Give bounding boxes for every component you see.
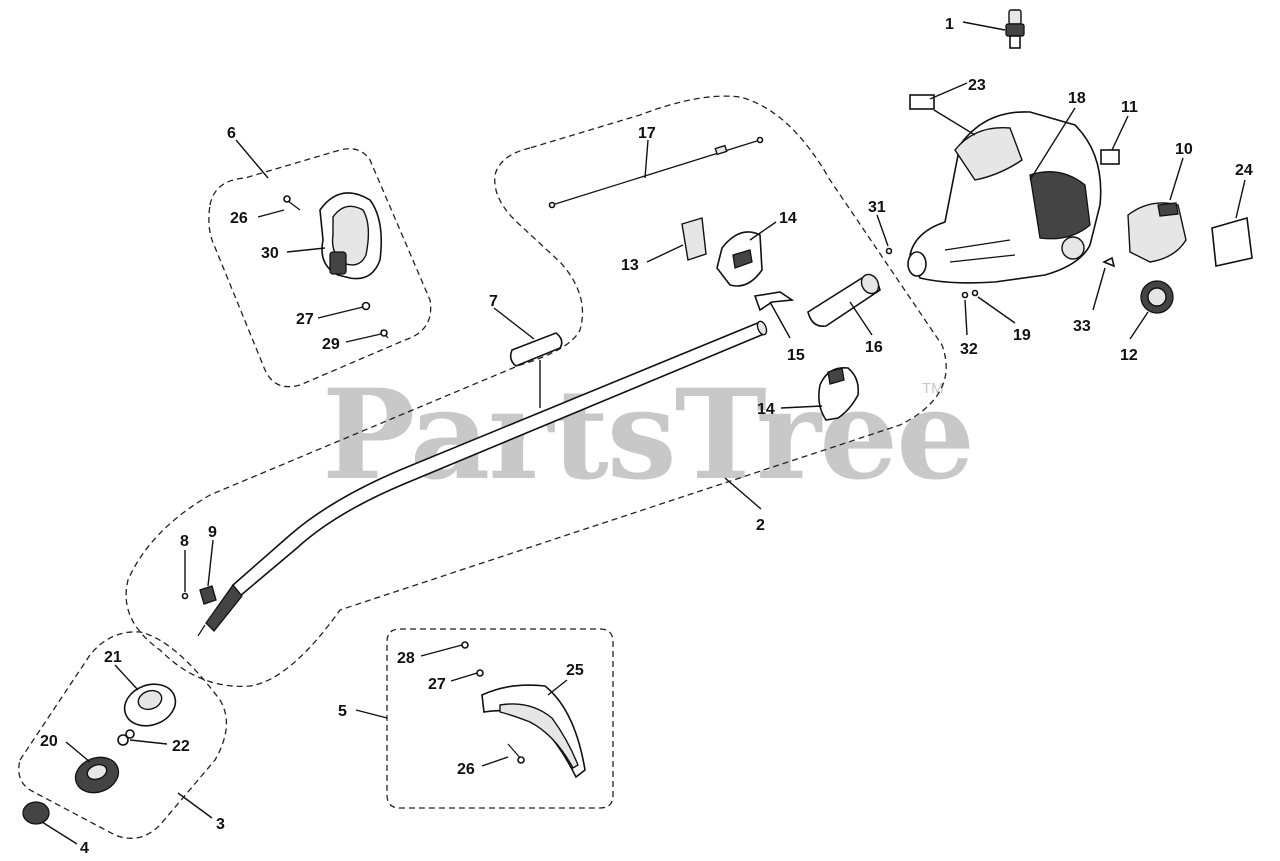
callout-label-9: 9 [208, 524, 217, 541]
callout-label-22: 22 [172, 738, 190, 755]
parts [22, 9, 1253, 825]
callout-label-21: 21 [104, 649, 122, 666]
screw-32 [961, 291, 969, 299]
screw-19 [971, 289, 979, 297]
group-outline-handle [208, 148, 432, 388]
callout-label-33: 33 [1073, 318, 1091, 335]
callout-label-26-handle: 26 [230, 210, 248, 227]
callout-label-17: 17 [638, 125, 656, 142]
callout-label-27-guard: 27 [428, 676, 446, 693]
group-outlines [18, 95, 947, 839]
handle-screws [283, 195, 389, 339]
callout-label-20: 20 [40, 733, 58, 750]
callout-label-25: 25 [566, 662, 584, 679]
callout-label-5: 5 [338, 703, 347, 720]
callout-label-6: 6 [227, 125, 236, 142]
callout-label-3: 3 [216, 816, 225, 833]
callout-label-30: 30 [261, 245, 279, 262]
handle [319, 192, 383, 280]
trigger-cover [818, 367, 860, 421]
callout-label-28: 28 [397, 650, 415, 667]
callout-label-26-guard: 26 [457, 761, 475, 778]
engine-housing [907, 111, 1102, 284]
watermark: PartsTree TM [322, 363, 975, 508]
callout-label-13: 13 [621, 257, 639, 274]
guard-assembly [461, 641, 586, 779]
decal-cover [1211, 216, 1253, 267]
primer-cap [1140, 280, 1174, 314]
grip-sleeve [509, 332, 563, 367]
callout-label-14-upper: 14 [779, 210, 797, 227]
watermark-text: PartsTree [322, 363, 973, 508]
callout-label-19: 19 [1013, 327, 1031, 344]
rear-grip [807, 273, 881, 328]
callout-label-4: 4 [80, 840, 89, 857]
screw-31 [885, 247, 893, 255]
group-outline-shaft-assembly [125, 95, 947, 688]
callout-label-16: 16 [865, 339, 883, 356]
callout-label-2: 2 [756, 517, 765, 534]
throttle-housing [681, 217, 795, 312]
callout-label-14-lower: 14 [757, 401, 775, 418]
callout-label-12: 12 [1120, 347, 1138, 364]
callout-label-18: 18 [1068, 90, 1086, 107]
callout-label-8: 8 [180, 533, 189, 550]
throttle-cable [548, 136, 764, 209]
decal-side [1100, 149, 1120, 165]
spark-plug [1005, 9, 1025, 49]
clamp-9 [199, 585, 217, 605]
decal-top [909, 94, 935, 110]
callout-label-7: 7 [489, 293, 498, 310]
watermark-trademark: TM [922, 380, 944, 397]
air-filter-cover [1127, 202, 1187, 263]
callout-label-27-handle: 27 [296, 311, 314, 328]
group-outline-guard [386, 628, 614, 809]
callout-label-1: 1 [945, 16, 954, 33]
clip-33 [1102, 256, 1116, 268]
callout-label-23: 23 [968, 77, 986, 94]
callout-label-10: 10 [1175, 141, 1193, 158]
callout-label-15: 15 [787, 347, 805, 364]
leader-lines [41, 21, 1246, 845]
callout-label-32: 32 [960, 341, 978, 358]
callout-label-11: 11 [1121, 99, 1138, 116]
callout-label-29: 29 [322, 336, 340, 353]
callout-labels: 1 2 3 4 5 6 7 8 9 10 11 12 13 14 14 15 1… [40, 16, 1253, 857]
drive-shaft [197, 320, 768, 637]
spool-assembly [22, 683, 177, 825]
callout-label-24: 24 [1235, 162, 1253, 179]
group-outline-spool [18, 631, 228, 839]
callout-label-31: 31 [868, 199, 886, 216]
washer-8 [181, 592, 189, 600]
